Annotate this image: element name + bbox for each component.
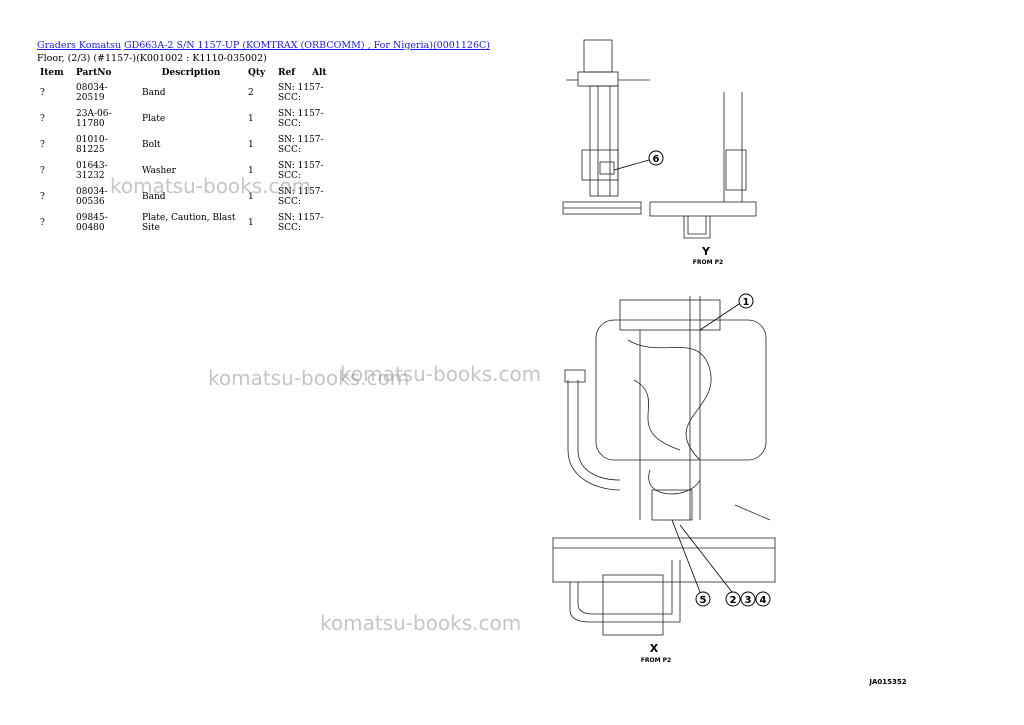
table-row: ? 08034-00536 Band 1 SN: 1157-SCC: <box>36 184 336 210</box>
cell-partno: 01643-31232 <box>76 161 108 181</box>
cell-item: ? <box>40 88 45 98</box>
cell-qty: 1 <box>248 114 254 124</box>
cell-ref: SN: 1157-SCC: <box>278 187 324 207</box>
cell-ref: SN: 1157-SCC: <box>278 213 324 233</box>
cell-item: ? <box>40 114 45 124</box>
callout-2-3-4: 2 3 4 <box>679 524 771 607</box>
breadcrumb-link-model[interactable]: GD663A-2 S/N 1157-UP (KOMTRAX (ORBCOMM) … <box>124 40 490 51</box>
view-y-label: Y <box>701 245 711 258</box>
cell-ref: SN: 1157-SCC: <box>278 161 324 181</box>
view-y-from-label: FROM P2 <box>693 259 723 266</box>
watermark: komatsu-books.com <box>110 174 312 198</box>
table-row: ? 01010-81225 Bolt 1 SN: 1157-SCC: <box>36 132 336 158</box>
header-item: Item <box>40 68 64 78</box>
cell-qty: 1 <box>248 218 254 228</box>
cell-item: ? <box>40 166 45 176</box>
callout-label: 1 <box>743 297 750 308</box>
cell-description: Plate <box>142 114 166 124</box>
callout-label: 2 <box>730 595 737 606</box>
parts-table: Item PartNo Description Qty Ref Alt ? 08… <box>36 66 336 236</box>
callout-label: 6 <box>653 154 660 165</box>
table-row: ? 01643-31232 Washer 1 SN: 1157-SCC: <box>36 158 336 184</box>
cell-description: Band <box>142 192 166 202</box>
watermark: komatsu-books.com <box>208 366 410 390</box>
watermark: komatsu-books.com <box>340 362 542 386</box>
cell-partno: 08034-00536 <box>76 187 108 207</box>
table-row: ? 09845-00480 Plate, Caution, Blast Site… <box>36 210 336 236</box>
table-header-row: Item PartNo Description Qty Ref Alt <box>36 66 336 80</box>
header-ref: Ref <box>278 68 296 78</box>
view-x-drawing <box>552 296 776 636</box>
breadcrumb-link-graders[interactable]: Graders Komatsu <box>37 40 121 51</box>
header-description: Description <box>161 68 221 78</box>
cell-item: ? <box>40 218 45 228</box>
cell-description: Plate, Caution, Blast Site <box>142 213 236 233</box>
header-alt: Alt <box>312 68 327 78</box>
callout-label: 5 <box>700 595 707 606</box>
callout-label: 3 <box>745 595 752 606</box>
table-row: ? 23A-06-11780 Plate 1 SN: 1157-SCC: <box>36 106 336 132</box>
cell-partno: 09845-00480 <box>76 213 108 233</box>
cell-qty: 1 <box>248 140 254 150</box>
cell-qty: 1 <box>248 166 254 176</box>
header-partno: PartNo <box>76 68 112 78</box>
cell-item: ? <box>40 140 45 150</box>
cell-ref: SN: 1157-SCC: <box>278 135 324 155</box>
view-x-label: X <box>650 642 659 655</box>
table-row: ? 08034-20519 Band 2 SN: 1157-SCC: <box>36 80 336 106</box>
cell-ref: SN: 1157-SCC: <box>278 109 324 129</box>
drawing-id: JA015352 <box>868 678 906 686</box>
watermark: komatsu-books.com <box>320 611 522 635</box>
cell-item: ? <box>40 192 45 202</box>
parts-diagram: 6 Y FROM P2 1 5 2 3 4 <box>552 39 907 686</box>
callout-1: 1 <box>699 293 754 331</box>
cell-partno: 23A-06-11780 <box>76 109 112 129</box>
callout-5: 5 <box>671 519 711 607</box>
breadcrumb: Graders Komatsu GD663A-2 S/N 1157-UP (KO… <box>37 40 490 51</box>
cell-description: Band <box>142 88 166 98</box>
page-title: Floor, (2/3) (#1157-)(K001002 : K1110-03… <box>37 53 267 64</box>
cell-description: Washer <box>142 166 176 176</box>
cell-partno: 08034-20519 <box>76 83 108 103</box>
cell-partno: 01010-81225 <box>76 135 108 155</box>
view-x-from-label: FROM P2 <box>641 657 671 664</box>
cell-ref: SN: 1157-SCC: <box>278 83 324 103</box>
header-qty: Qty <box>248 68 266 78</box>
callout-label: 4 <box>760 595 767 606</box>
view-y-drawing <box>562 39 757 239</box>
callout-6-top: 6 <box>613 150 664 171</box>
cell-qty: 1 <box>248 192 254 202</box>
cell-qty: 2 <box>248 88 254 98</box>
cell-description: Bolt <box>142 140 161 150</box>
